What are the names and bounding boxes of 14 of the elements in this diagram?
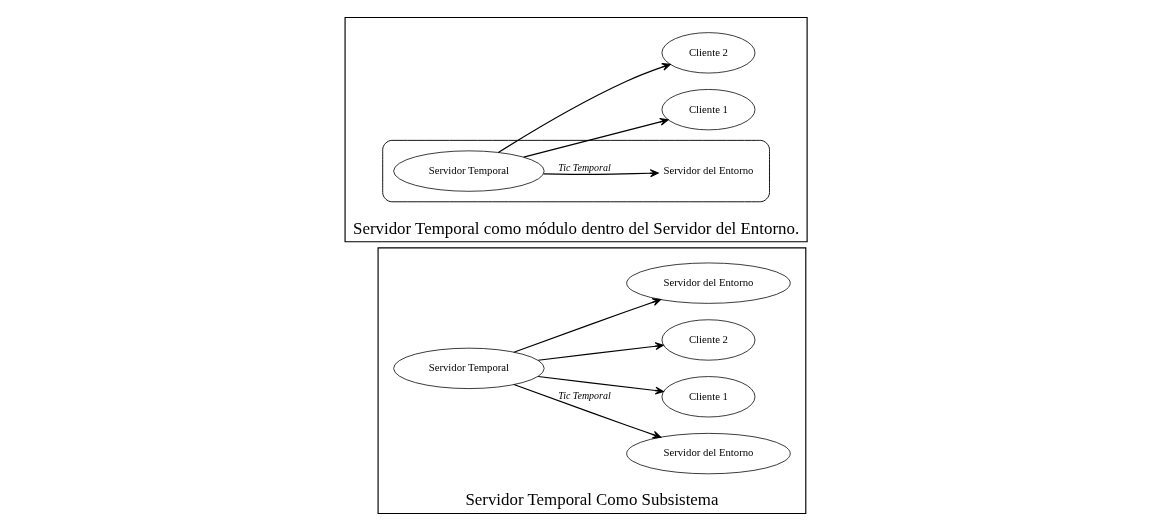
arrow (537, 342, 664, 361)
node-ellipse: Servidor Temporal (393, 347, 545, 389)
node-ellipse: Cliente 2 (661, 319, 756, 361)
edge-label: Tic Temporal (558, 161, 611, 173)
node-ellipse: Cliente 1 (661, 376, 756, 418)
arrow (513, 298, 662, 353)
edge-label: Tic Temporal (558, 389, 611, 401)
arrow (523, 117, 669, 158)
node-ellipse: Servidor del Entorno (626, 433, 791, 475)
arrow (497, 63, 671, 154)
arrow (537, 375, 664, 395)
arrow (513, 383, 662, 439)
arrow (543, 169, 659, 178)
node-ellipse: Servidor Temporal (393, 150, 545, 192)
